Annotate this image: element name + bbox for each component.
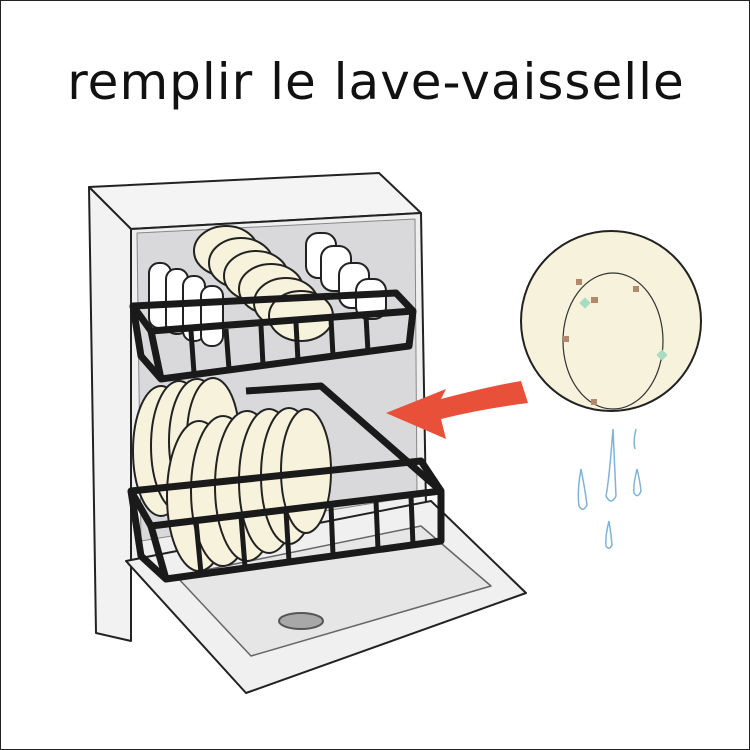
lower-rack xyxy=(127,377,445,583)
upper-rack xyxy=(129,225,417,383)
water-drops-icon xyxy=(577,428,642,549)
arrow-icon xyxy=(386,381,528,439)
dirty-plate-icon xyxy=(520,230,702,412)
pictogram-title: remplir le lave-vaisselle xyxy=(67,53,685,111)
